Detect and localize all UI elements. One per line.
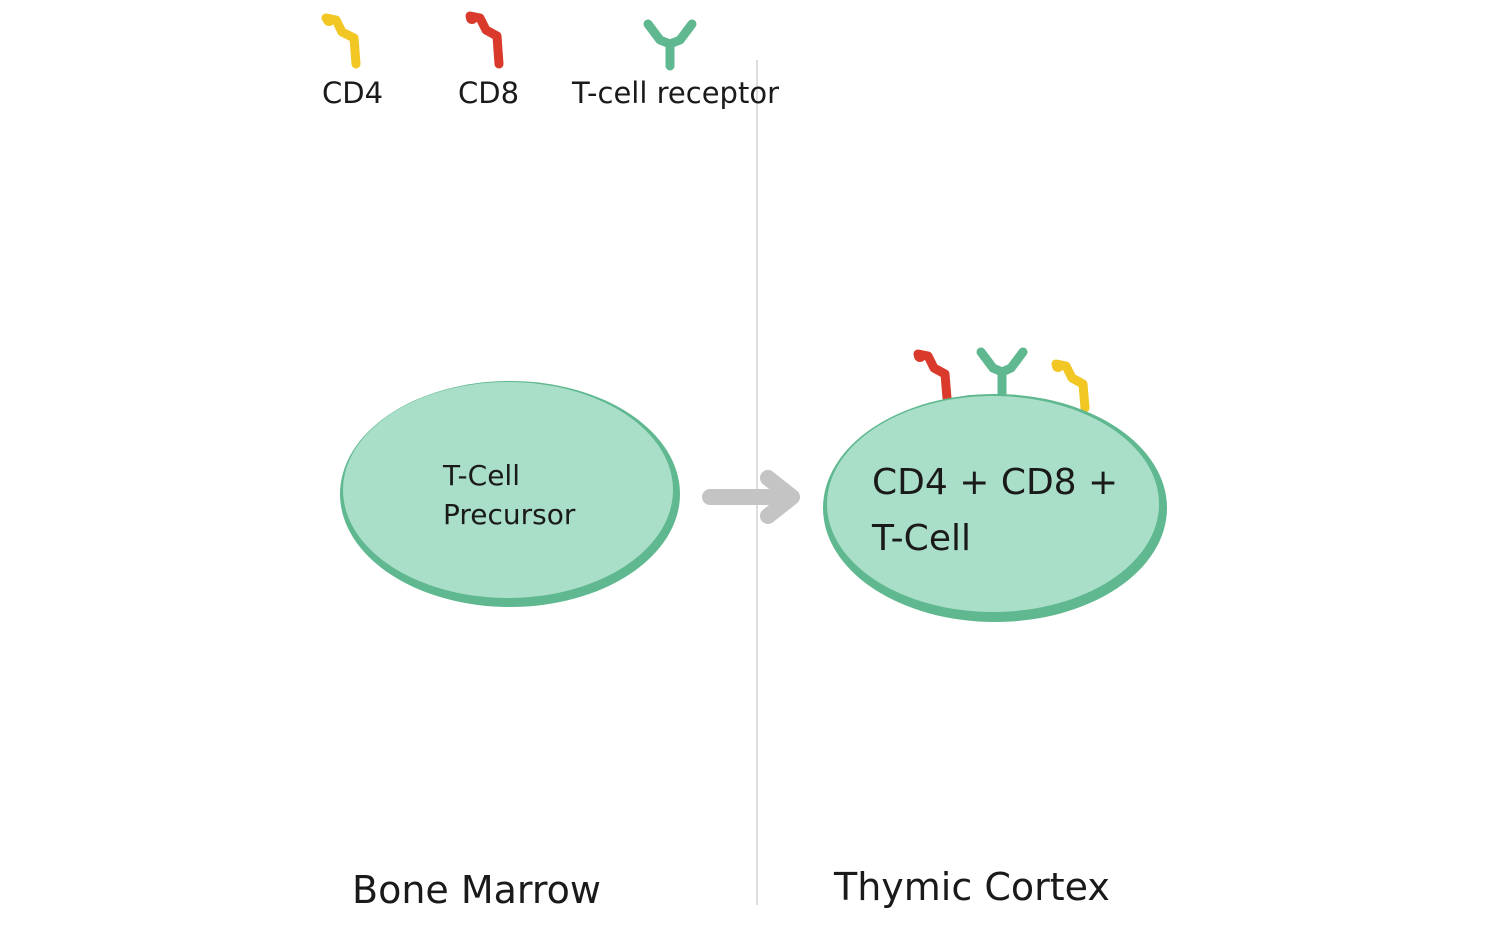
region-label-thymic-cortex: Thymic Cortex [833,865,1110,909]
precursor-label-line2: Precursor [443,498,576,531]
legend: CD4 CD8 T-cell receptor [321,11,779,110]
double-positive-label-line1: CD4 + CD8 + [872,462,1118,503]
cd8-receptor-icon [465,11,504,69]
t-cell-receptor-icon [643,19,697,71]
legend-cd4-label: CD4 [322,76,383,110]
precursor-label-line1: T-Cell [442,459,520,492]
cd4-receptor-icon [321,13,361,69]
double-positive-label-line2: T-Cell [871,518,971,559]
legend-tcr-label: T-cell receptor [571,76,779,110]
cell-cd8-receptor-icon [913,349,952,403]
precursor-cell: T-Cell Precursor [340,381,680,607]
legend-cd8-label: CD8 [458,76,519,110]
double-positive-cell: CD4 + CD8 + T-Cell [823,347,1167,622]
arrow-right-icon [702,470,800,524]
region-label-bone-marrow: Bone Marrow [352,868,601,912]
cell-t-cell-receptor-icon [976,347,1028,401]
cell-cd4-receptor-icon [1051,359,1090,413]
